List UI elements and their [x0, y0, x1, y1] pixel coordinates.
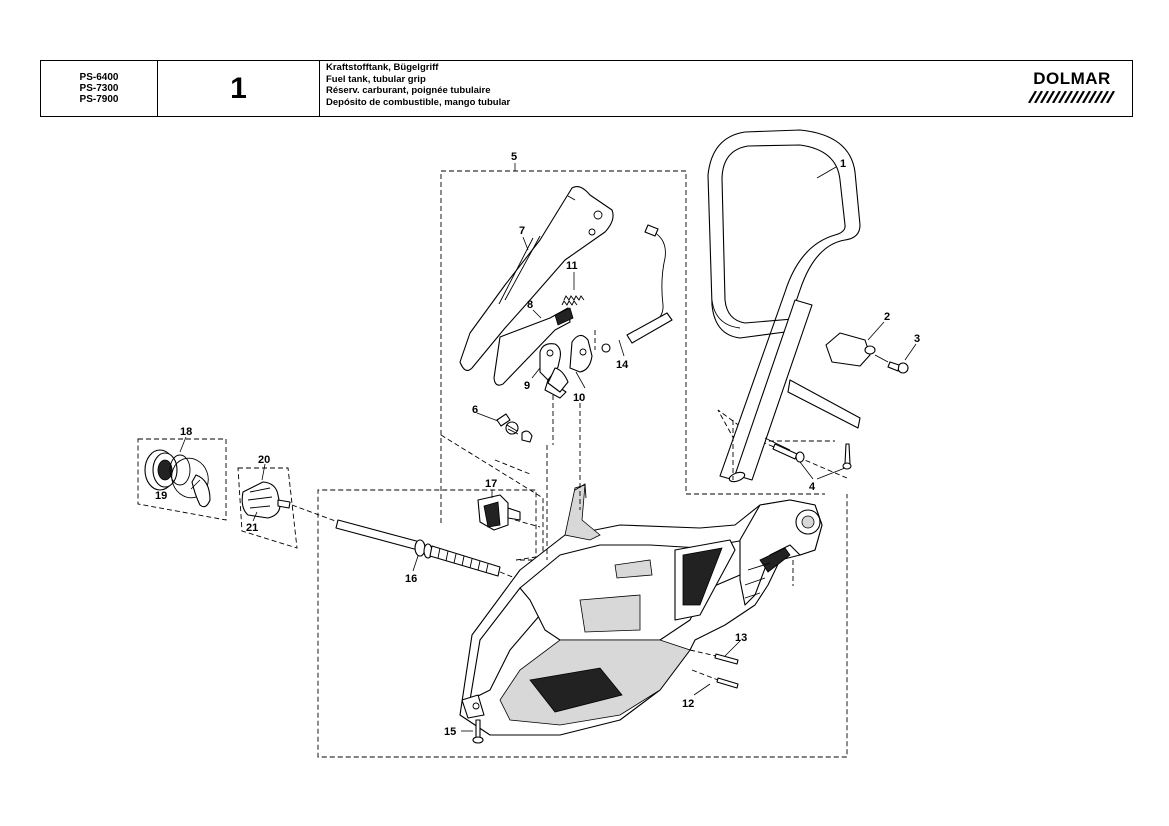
handle-cover-part: [459, 186, 614, 371]
callout-5: 5: [511, 151, 517, 163]
pin-part: [689, 649, 739, 689]
lever-part: [547, 334, 593, 393]
callout-13: 13: [735, 632, 747, 644]
fuel-tank-housing-part: [459, 483, 823, 736]
model-name: PS-7900: [79, 94, 119, 105]
group-box-4: [717, 409, 848, 479]
handlebar-part: [707, 129, 861, 483]
seal-ring-part: [171, 457, 211, 508]
group-number: 1: [158, 61, 320, 116]
spring-part: [561, 295, 585, 306]
title-english: Fuel tank, tubular grip: [326, 73, 426, 85]
screw-part: [472, 719, 484, 744]
screw-part: [874, 354, 909, 374]
model-list: PS-6400 PS-7300 PS-7900: [41, 61, 158, 116]
title-german: Kraftstofftank, Bügelgriff: [326, 62, 439, 73]
callout-7: 7: [519, 225, 525, 237]
model-name: PS-6400: [79, 72, 119, 83]
callout-16: 16: [405, 573, 417, 585]
vent-valve-part: [477, 494, 521, 531]
callout-8: 8: [527, 299, 533, 311]
spring-assembly-part: [496, 413, 533, 443]
group-box-18: [137, 438, 227, 521]
group-titles: Kraftstofftank, Bügelgriff Fuel tank, tu…: [320, 61, 920, 116]
callout-15: 15: [444, 726, 456, 738]
callout-1: 1: [840, 158, 846, 170]
callout-leaders: [179, 163, 917, 732]
callout-6: 6: [472, 404, 478, 416]
callout-3: 3: [914, 333, 920, 345]
brand-logo: DOLMAR: [1022, 61, 1122, 116]
callout-19: 19: [155, 490, 167, 502]
group-box-5-top: [440, 170, 825, 495]
callout-labels: 1 2 3 4 5 6 7 8 9 10 11 12 13 14 15 16 1…: [155, 151, 920, 738]
callout-2: 2: [884, 311, 890, 323]
group-box-5: [440, 434, 544, 561]
callout-9: 9: [524, 380, 530, 392]
screw-part: [764, 437, 852, 470]
model-name: PS-7300: [79, 83, 119, 94]
callout-17: 17: [485, 478, 497, 490]
assembly-lines: [494, 330, 794, 586]
group-box-20: [237, 467, 298, 549]
title-french: Réserv. carburant, poignée tubulaire: [326, 85, 491, 96]
callout-12: 12: [682, 698, 694, 710]
throttle-cable-part: [601, 224, 673, 353]
brand-name: DOLMAR: [1033, 69, 1111, 88]
callout-10: 10: [573, 392, 585, 404]
tank-cap-part: [144, 449, 191, 491]
title-spanish: Depósito de combustible, mango tubular: [326, 96, 511, 108]
callout-21: 21: [246, 522, 258, 534]
callout-4: 4: [809, 481, 816, 493]
brand-stripes-icon: [1028, 91, 1115, 103]
clamp-part: [825, 332, 876, 367]
fuel-filter-part: [241, 481, 291, 519]
callout-14: 14: [616, 359, 629, 371]
callout-20: 20: [258, 454, 270, 466]
fuel-hose-part: [291, 504, 521, 581]
throttle-trigger-part: [493, 307, 574, 386]
callout-11: 11: [566, 260, 578, 272]
title-block: PS-6400 PS-7300 PS-7900 1 Kraftstofftank…: [40, 60, 1133, 117]
callout-18: 18: [180, 426, 192, 438]
